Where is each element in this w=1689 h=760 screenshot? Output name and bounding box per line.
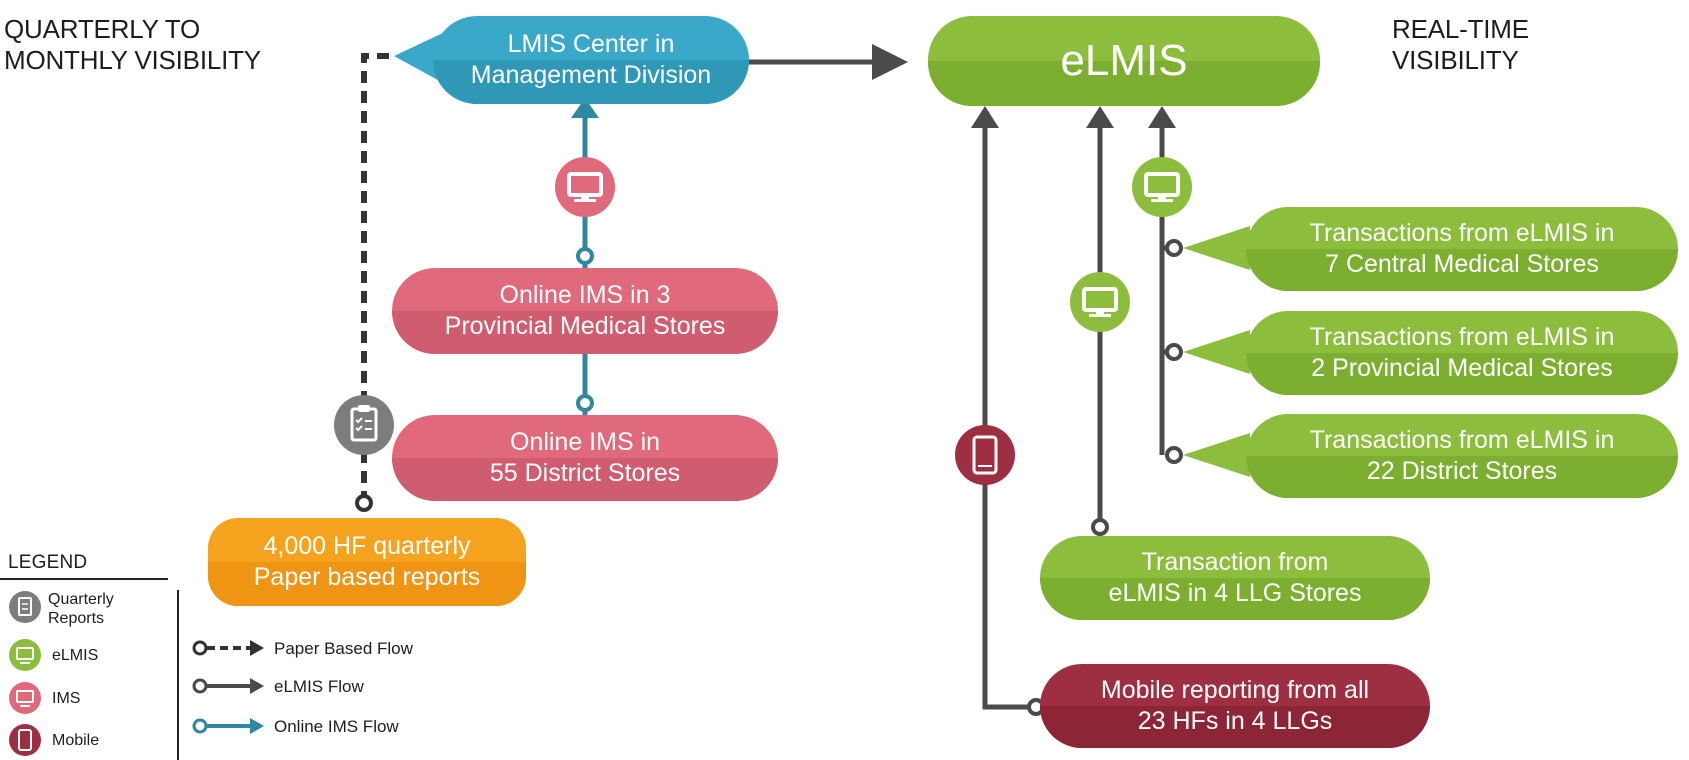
right-heading-line1: REAL-TIME — [1392, 14, 1529, 44]
ims-provincial-line1: Online IMS in 3 — [499, 281, 671, 309]
lmis-to-elmis-arrow — [748, 44, 908, 80]
elmis-llg-line2: eLMIS in 4 LLG Stores — [1108, 579, 1362, 607]
ims-flow-line — [571, 98, 599, 424]
mobile-reporting-node: Mobile reporting from all 23 HFs in 4 LL… — [1040, 664, 1430, 748]
left-heading-line1: QUARTERLY TO — [4, 14, 201, 44]
elmis-provincial-line1: Transactions from eLMIS in — [1309, 323, 1615, 351]
legend-quarterly-reports-label: Quarterly Reports — [48, 590, 114, 628]
mobile-phone-icon — [955, 425, 1015, 485]
elmis-stores-monitor-icon — [1132, 157, 1192, 217]
elmis-node: eLMIS — [928, 16, 1320, 106]
right-heading: REAL-TIME VISIBILITY — [1392, 14, 1529, 76]
mobile-reporting-line1: Mobile reporting from all — [1100, 676, 1370, 704]
ims-district-line2: 55 District Stores — [489, 459, 681, 487]
mobile-flow-line — [971, 106, 1045, 716]
right-heading-line2: VISIBILITY — [1392, 45, 1519, 75]
lmis-center-node: LMIS Center in Management Division — [433, 16, 749, 104]
hf-reports-node: 4,000 HF quarterly Paper based reports — [208, 518, 526, 606]
elmis-central-node: Transactions from eLMIS in 7 Central Med… — [1246, 207, 1678, 291]
legend-ims-flow-sample — [192, 718, 264, 734]
elmis-llg-monitor-icon — [1070, 272, 1130, 332]
legend-ims-label: IMS — [52, 690, 81, 707]
clipboard-icon — [334, 395, 394, 455]
elmis-central-line2: 7 Central Medical Stores — [1325, 250, 1599, 278]
legend-elmis-flow-sample — [192, 678, 264, 694]
legend-ims-monitor-icon — [9, 682, 41, 714]
legend-paper-flow-label: Paper Based Flow — [274, 639, 413, 658]
elmis-llg-line1: Transaction from — [1141, 548, 1329, 576]
legend-ims-flow-label: Online IMS Flow — [274, 717, 399, 736]
paper-flow-line — [355, 53, 392, 512]
elmis-district-line2: 22 District Stores — [1366, 457, 1558, 485]
legend-title: LEGEND — [8, 552, 88, 573]
legend-elmis-label: eLMIS — [52, 647, 99, 664]
callout-tail-central — [1183, 226, 1250, 270]
legend-elmis-monitor-icon — [9, 639, 41, 671]
ims-monitor-icon — [555, 157, 615, 217]
ims-district-line1: Online IMS in — [509, 428, 661, 456]
legend-mobile-label: Mobile — [52, 732, 100, 749]
left-heading: QUARTERLY TO MONTHLY VISIBILITY — [4, 14, 261, 76]
elmis-provincial-line2: 2 Provincial Medical Stores — [1311, 354, 1613, 382]
legend-clipboard-icon — [9, 591, 41, 623]
legend-paper-flow-sample — [192, 640, 264, 656]
callout-tail-provincial — [1183, 330, 1250, 374]
elmis-district-node: Transactions from eLMIS in 22 District S… — [1246, 414, 1678, 498]
lmis-center-line1: LMIS Center in — [507, 30, 675, 58]
hf-reports-line1: 4,000 HF quarterly — [263, 532, 471, 560]
legend-quarterly-line2: Reports — [48, 610, 105, 627]
mobile-reporting-line2: 23 HFs in 4 LLGs — [1137, 707, 1333, 735]
callout-tail-lmis — [394, 32, 445, 84]
elmis-central-line1: Transactions from eLMIS in — [1309, 219, 1615, 247]
ims-provincial-line2: Provincial Medical Stores — [444, 312, 726, 340]
lmis-center-line2: Management Division — [470, 61, 712, 89]
legend-mobile-phone-icon — [9, 724, 41, 756]
callout-tail-district — [1183, 433, 1250, 477]
ims-district-node: Online IMS in 55 District Stores — [392, 415, 778, 501]
elmis-llg-node: Transaction from eLMIS in 4 LLG Stores — [1040, 536, 1430, 620]
legend-elmis-flow-label: eLMIS Flow — [274, 677, 364, 696]
left-heading-line2: MONTHLY VISIBILITY — [4, 45, 261, 75]
elmis-label: eLMIS — [1060, 36, 1188, 85]
ims-provincial-node: Online IMS in 3 Provincial Medical Store… — [392, 268, 778, 354]
hf-reports-line2: Paper based reports — [253, 563, 481, 591]
elmis-provincial-node: Transactions from eLMIS in 2 Provincial … — [1246, 311, 1678, 395]
elmis-district-line1: Transactions from eLMIS in — [1309, 426, 1615, 454]
legend-quarterly-line1: Quarterly — [48, 591, 114, 608]
